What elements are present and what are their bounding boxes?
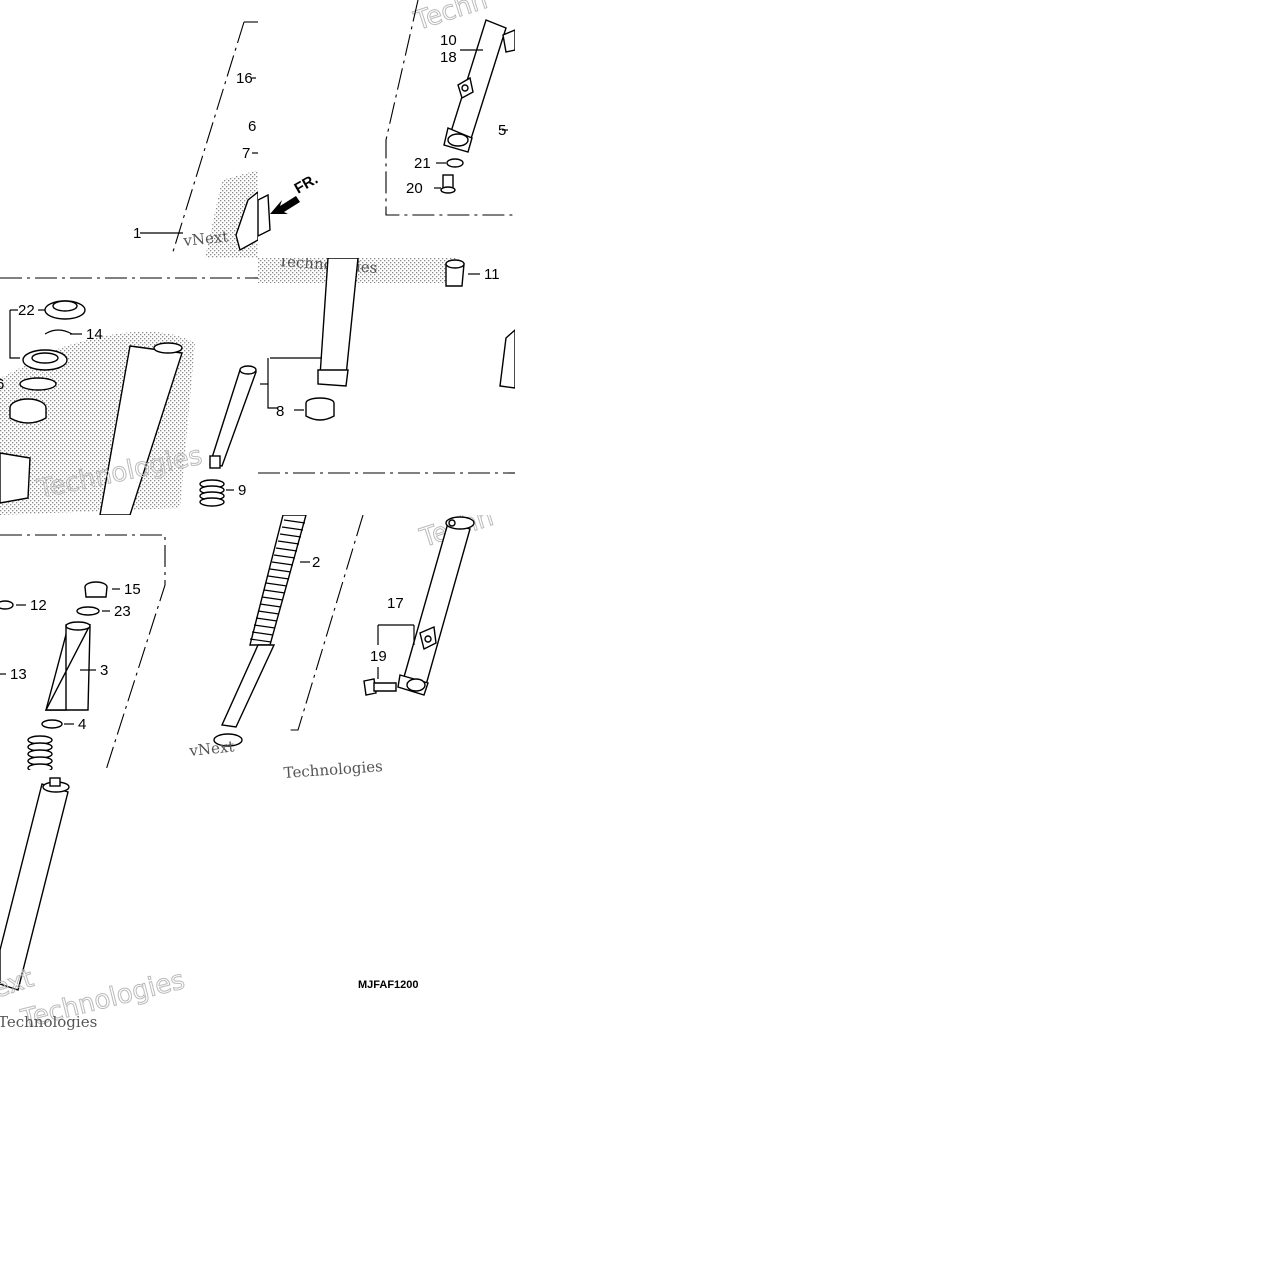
callout-6: 6 <box>248 118 256 135</box>
watermark-brand-f: vNext <box>188 737 235 760</box>
callout-6b: 6 <box>0 376 4 393</box>
callout-21: 21 <box>414 155 431 172</box>
rebound-spring <box>199 479 225 507</box>
callout-13: 13 <box>10 666 27 683</box>
callout-18: 18 <box>440 49 457 66</box>
callout-5: 5 <box>498 122 506 139</box>
callout-3: 3 <box>100 662 108 679</box>
callout-1: 1 <box>133 225 141 242</box>
callout-12: 12 <box>30 597 47 614</box>
front-arrow-icon: FR. <box>270 171 321 214</box>
tile-main-spring: 2 vNext Technologies Techn 17 19 <box>188 515 515 785</box>
fork-spring <box>249 515 307 646</box>
callout-2: 2 <box>312 554 320 571</box>
callout-7: 7 <box>242 145 250 162</box>
tile-seals-and-tube: 22 14 6 <box>0 258 258 515</box>
callout-11: 11 <box>484 266 500 283</box>
tile-fork-slider-right: Techn 5 10 18 21 20 <box>258 0 515 258</box>
callout-16: 16 <box>236 70 253 87</box>
tile-upper-fork-top-left: 1 16 6 7 vNext <box>0 0 258 258</box>
callout-14: 14 <box>86 326 103 343</box>
callout-10: 10 <box>440 32 457 49</box>
front-label: FR. <box>292 171 321 198</box>
watermark-tech-f: Technologies <box>283 757 383 782</box>
diagram-code: MJFAF1200 <box>358 979 419 991</box>
callout-9: 9 <box>238 482 246 499</box>
callout-23: 23 <box>114 603 131 620</box>
callout-19: 19 <box>370 648 387 665</box>
callout-4: 4 <box>78 716 86 733</box>
tile-inner-tube: ext Technologies Technologies <box>0 770 258 1030</box>
callout-22: 22 <box>18 302 35 319</box>
callout-8: 8 <box>276 403 284 420</box>
watermark-tech-g2: Technologies <box>0 1013 97 1030</box>
tile-spacer-and-cap: 15 23 12 3 13 4 <box>0 515 258 770</box>
tile-outer-tube: Technologies 8 11 <box>258 258 515 515</box>
watermark-brand: vNext <box>182 227 230 250</box>
callout-20: 20 <box>406 180 423 197</box>
callout-17: 17 <box>387 595 404 612</box>
callout-15: 15 <box>124 581 141 598</box>
